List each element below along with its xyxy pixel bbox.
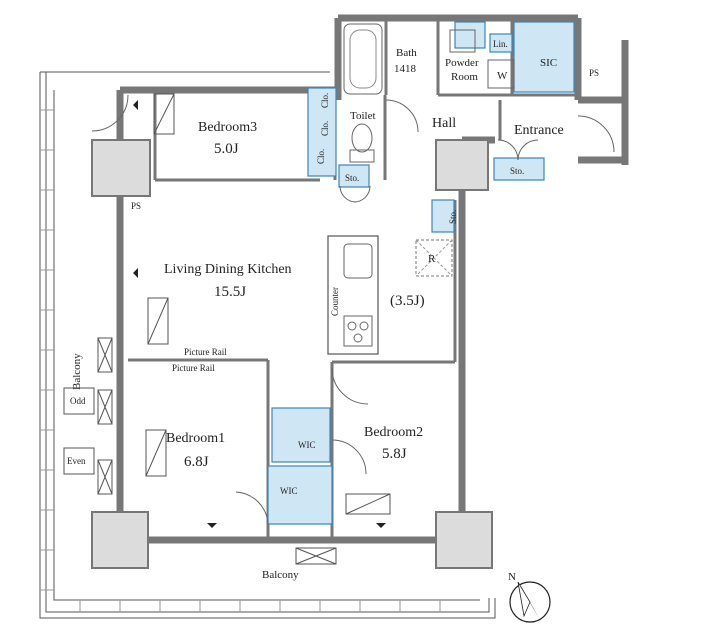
kitchen-counter [327, 235, 379, 355]
wic1-label: WIC [298, 440, 316, 450]
sto-entrance-label: Sto. [510, 166, 524, 176]
counter-label: Counter [330, 287, 340, 316]
toilet-fixture [351, 123, 373, 153]
picture-rail-1-label: Picture Rail [184, 347, 227, 357]
ac-symbols [63, 93, 391, 565]
clo3-label: Clo. [316, 149, 326, 164]
fixtures [327, 23, 515, 355]
bathtub [343, 23, 383, 95]
bath-size: 1418 [394, 63, 417, 75]
ps-top-label: PS [589, 68, 599, 78]
bedroom2-area: 5.8J [382, 446, 407, 462]
ldk-area: 15.5J [214, 284, 246, 300]
bedroom3-name: Bedroom3 [198, 120, 257, 135]
bedroom2-name: Bedroom2 [364, 425, 423, 440]
bedroom1-area: 6.8J [184, 454, 209, 470]
ps-left-label: PS [131, 201, 141, 211]
clo1-label: Clo. [320, 93, 330, 108]
sto-hall-label: Sto. [448, 210, 458, 224]
stove [343, 315, 373, 347]
even-label: Even [67, 456, 86, 466]
north-compass: N [508, 571, 551, 623]
w-label: W [497, 70, 508, 82]
ldk-name: Living Dining Kitchen [164, 262, 292, 277]
kitchen-sink [343, 243, 373, 279]
balcony-bottom-label: Balcony [262, 569, 299, 581]
kitchen-extra-area: (3.5J) [390, 293, 425, 309]
doors [91, 94, 615, 525]
clo2-label: Clo. [320, 121, 330, 136]
powder-room-line2: Room [451, 71, 478, 83]
powder-room-line1: Powder [445, 57, 479, 69]
bottom-railing [79, 600, 441, 612]
balcony-frame [39, 71, 496, 619]
washbasin [449, 29, 476, 53]
picture-rail-2-label: Picture Rail [172, 363, 215, 373]
odd-label: Odd [70, 396, 86, 406]
wic2-label: WIC [280, 486, 298, 496]
sic-label: SIC [540, 57, 557, 69]
balcony-left-label: Balcony [71, 353, 83, 390]
lin-label: Lin. [493, 39, 508, 49]
storage-areas [267, 21, 575, 525]
north-label: N [508, 571, 516, 583]
columns [91, 139, 493, 569]
left-railing [40, 109, 54, 591]
window-markers [133, 100, 386, 528]
r-label: R [428, 253, 436, 265]
washer [487, 59, 515, 89]
bedroom1-name: Bedroom1 [166, 431, 225, 446]
toilet-name: Toilet [350, 110, 376, 122]
bedroom3-area: 5.0J [214, 141, 239, 157]
refrigerator-space [415, 239, 453, 277]
sto-toilet-label: Sto. [345, 173, 359, 183]
hall-name: Hall [432, 116, 456, 131]
entrance-name: Entrance [514, 123, 564, 138]
bath-name: Bath [396, 47, 417, 59]
